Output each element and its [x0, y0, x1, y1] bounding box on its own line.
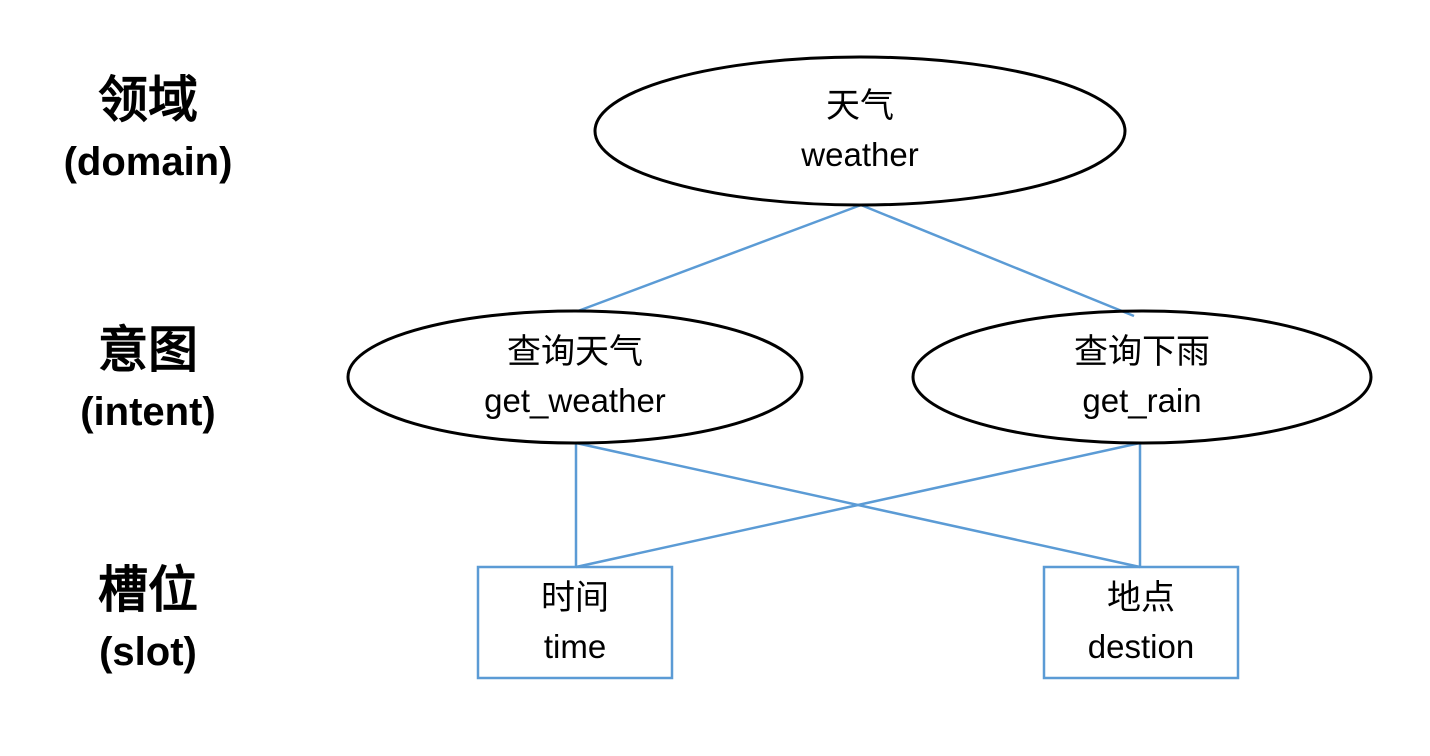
row-label-intent-zh: 意图 — [98, 322, 198, 378]
row-label-domain-zh: 领域 — [98, 72, 198, 128]
row-label-domain-en: (domain) — [63, 140, 233, 184]
edge-weather-get-rain — [860, 203, 1135, 318]
node-destion-label-en: destion — [1087, 627, 1195, 665]
node-get-rain-label-en: get_rain — [1082, 382, 1202, 419]
node-get-rain: 查询下雨 get_rain — [913, 311, 1371, 443]
ellipse-get-weather — [346, 309, 804, 445]
row-label-slot-zh: 槽位 — [98, 562, 198, 618]
node-weather-label-zh: 天气 — [826, 88, 894, 125]
edge-weather-get-weather — [577, 203, 862, 313]
node-get-weather-label-en: get_weather — [484, 382, 666, 419]
node-time: 时间 time — [478, 567, 672, 678]
ellipse-weather — [593, 55, 1127, 207]
ellipse-get-rain — [911, 309, 1373, 445]
node-time-label-en: time — [543, 627, 607, 665]
node-time-label-zh: 时间 — [541, 579, 609, 617]
row-label-intent-en: (intent) — [80, 390, 216, 434]
node-get-weather-label-zh: 查询天气 — [507, 334, 643, 371]
node-get-rain-label-zh: 查询下雨 — [1074, 334, 1210, 371]
rect-destion — [1042, 565, 1240, 680]
row-label-intent: 意图 (intent) — [28, 308, 268, 454]
row-label-slot: 槽位 (slot) — [28, 548, 268, 694]
rect-time — [476, 565, 674, 680]
row-label-slot-en: (slot) — [99, 630, 197, 674]
node-destion: 地点 destion — [1044, 567, 1238, 678]
row-label-domain: 领域 (domain) — [28, 58, 268, 204]
node-destion-label-zh: 地点 — [1107, 579, 1175, 617]
edge-get-rain-time — [575, 441, 1141, 569]
node-weather-label-en: weather — [801, 136, 919, 173]
node-get-weather: 查询天气 get_weather — [348, 311, 802, 443]
node-weather: 天气 weather — [595, 57, 1125, 205]
